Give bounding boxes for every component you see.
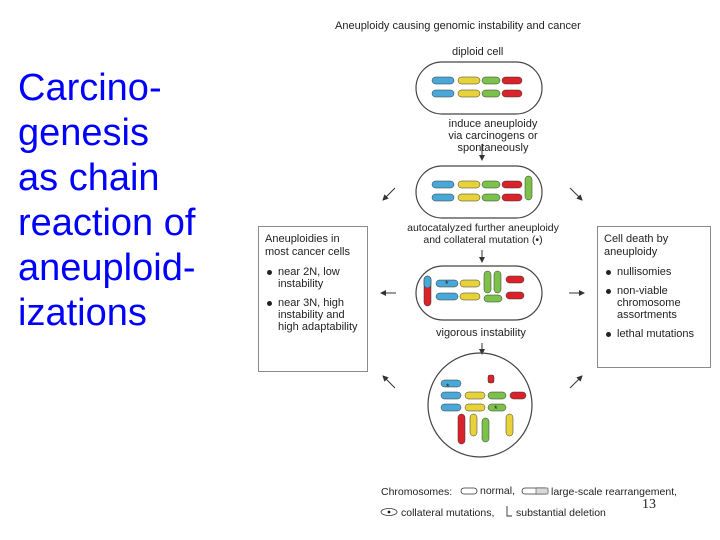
arrow-down-right xyxy=(569,375,583,389)
left-panel-title: Aneuploidies in most cancer cells xyxy=(265,233,350,258)
cell-aneuploid-2: * xyxy=(415,265,543,321)
arrow-up-left xyxy=(382,187,396,201)
legend-rearrangement: large-scale rearrangement, xyxy=(551,486,678,498)
legend-deletion: substantial deletion xyxy=(516,507,606,519)
step2-label: autocatalyzed further aneuploidy and col… xyxy=(407,222,559,246)
cell-vigorous: * * xyxy=(427,352,533,458)
legend-prefix: Chromosomes: xyxy=(381,486,453,498)
cell-aneuploid-1 xyxy=(415,165,543,219)
page-number: 13 xyxy=(642,497,656,512)
svg-text:*: * xyxy=(446,382,450,392)
legend-normal: normal, xyxy=(480,485,516,497)
list-item: lethal mutations xyxy=(604,328,704,340)
right-panel-title: Cell death by aneuploidy xyxy=(604,233,669,258)
list-item: near 3N, high instability and high adapt… xyxy=(265,297,361,333)
cell-label: diploid cell xyxy=(452,46,504,58)
list-item: non-viable chromosome assortments xyxy=(604,285,704,321)
left-panel: Aneuploidies in most cancer cells near 2… xyxy=(258,226,368,372)
cell-diploid xyxy=(415,61,543,115)
svg-text:*: * xyxy=(494,404,498,414)
legend-deletion-glyph xyxy=(506,506,512,517)
right-panel: Cell death by aneuploidy nullisomies non… xyxy=(597,226,711,368)
arrow-down-left xyxy=(382,375,396,389)
legend-normal-glyph xyxy=(460,487,478,495)
slide-title: Carcino- genesis as chain reaction of an… xyxy=(18,67,196,334)
list-item: near 2N, low instability xyxy=(265,266,361,290)
chromosome-group xyxy=(431,76,523,98)
list-item: nullisomies xyxy=(604,266,704,278)
step3-label: vigorous instability xyxy=(436,327,526,339)
figure-title: Aneuploidy causing genomic instability a… xyxy=(335,20,581,32)
arrow-up-right xyxy=(569,187,583,201)
legend-collateral: collateral mutations, xyxy=(401,507,495,519)
step1-label: induce aneuploidy via carcinogens or spo… xyxy=(448,118,538,154)
svg-text:*: * xyxy=(445,279,449,289)
